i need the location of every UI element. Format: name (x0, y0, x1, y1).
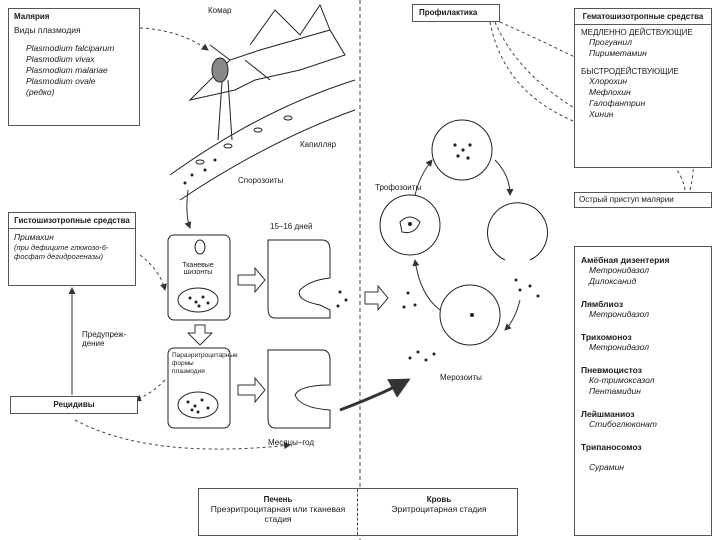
species-item: Plasmodium ovale (26, 76, 96, 86)
fast-drug: Галофантрин (589, 98, 646, 108)
fast-drug: Мефлохин (589, 87, 631, 97)
slow-header: МЕДЛЕННО ДЕЙСТВУЮЩИЕ (581, 28, 693, 37)
disease-drug: Дилоксанид (589, 276, 637, 286)
disease-drug: Метронидазол (589, 342, 649, 352)
disease-drug: Сурамин (589, 462, 624, 472)
disease-drug: Метронидазол (589, 265, 649, 275)
cycle-arrow-2 (504, 299, 521, 331)
ruptured-liver-cell-1 (267, 239, 331, 319)
species-subtitle: Виды плазмодия (14, 25, 81, 35)
sporozoites-label: Спорозоиты (238, 176, 284, 185)
mosquito-label: Комар (208, 6, 232, 15)
histoschizo-title: Гистошизотропные средства (14, 216, 130, 225)
histoschizo-box: Гистошизотропные средства Примахин (при … (8, 212, 136, 286)
rbc-bottom (439, 284, 501, 346)
merozoite-arrow (339, 378, 411, 412)
blood-title: Кровь (426, 495, 452, 504)
disease-name: Лейшманиоз (581, 409, 635, 419)
malaria-box: Малярия Виды плазмодия Plasmodium falcip… (8, 8, 140, 126)
prophylaxis-box: Профилактика (412, 4, 500, 22)
liver-to-relapse-arrow (134, 379, 166, 402)
primaquine-note: (при дефиците глюкозо-6-фосфат дегидроге… (14, 243, 109, 261)
tissue-schizont (177, 287, 219, 313)
rbc-left-trophozoite (379, 194, 441, 256)
liver-to-blood-arrow (364, 284, 389, 312)
erythro-forms-label: Параэритроцитарные формы плазмодия (172, 352, 238, 375)
disease-drug: Пентамидин (589, 386, 641, 396)
diseases-box: Амёбная дизентерия Метронидазол Дилоксан… (574, 246, 712, 536)
fast-drug: Хинин (589, 109, 614, 119)
blood-schizonticide-title: Гематошизотропные средства (582, 12, 704, 21)
sporozoite-dots (183, 158, 217, 185)
liver-cell-2 (167, 347, 231, 429)
prevention-label: Предупреж-дение (82, 330, 127, 348)
disease-drug: Стибоглюконат (589, 419, 657, 429)
relapse-title: Рецидивы (53, 400, 95, 409)
malaria-title: Малярия (14, 12, 50, 21)
stage-box: Печень Преэритроцитарная или тканевая ст… (198, 488, 518, 536)
blood-schizonticide-box: Гематошизотропные средства МЕДЛЕННО ДЕЙС… (574, 8, 712, 168)
disease-name: Лямблиоз (581, 299, 624, 309)
merozoites-label: Мерозоиты (440, 373, 482, 382)
relapse-loop-arrow (74, 419, 291, 450)
schizont-arrow (237, 266, 266, 294)
disease-drug: Метронидазол (589, 309, 649, 319)
down-arrow (186, 324, 214, 346)
sporozoite-arrow (184, 189, 192, 229)
capillary-drawing (169, 79, 356, 201)
malaria-to-mosquito-arrow (139, 27, 209, 51)
species-note: (редко) (26, 87, 55, 97)
acute-attack-box: Острый приступ малярии (574, 192, 712, 208)
prophylaxis-title: Профилактика (419, 8, 478, 17)
cycle-arrow-1 (494, 159, 514, 196)
primaquine-drug: Примахин (14, 232, 54, 242)
capillary-label: Капилляр (300, 140, 337, 149)
disease-name: Трипаносомоз (581, 442, 642, 452)
liver-cell-1 (167, 234, 231, 321)
species-item: Plasmodium malariae (26, 65, 108, 75)
ruptured-liver-cell-2 (267, 349, 331, 429)
blood-stage: Эритроцитарная стадия (391, 504, 487, 514)
fast-drug: Хлорохин (589, 76, 628, 86)
species-item: Plasmodium vivax (26, 54, 95, 64)
acute-attack-label: Острый приступ малярии (579, 195, 674, 204)
hypnozoite-cluster (177, 391, 219, 419)
prophylaxis-arrow-1 (499, 21, 586, 63)
mosquito-drawing (188, 3, 346, 141)
primaquine-to-liver-arrow (139, 254, 167, 291)
days-label: 15–16 дней (270, 222, 313, 231)
hypnozoite-arrow (237, 376, 266, 404)
tissue-schizonts-label: Тканевые шизонты (182, 262, 214, 276)
cycle-arrow-4 (414, 159, 433, 196)
disease-name: Трихомоноз (581, 332, 632, 342)
slow-drug: Пириметамин (589, 48, 647, 58)
disease-drug: Ко-тримоксазол (589, 375, 655, 385)
slow-drug: Прогуанил (589, 37, 632, 47)
disease-name: Пневмоцистоз (581, 365, 642, 375)
rbc-right-rupturing (487, 202, 548, 261)
trophozoites-label: Трофозоиты (375, 183, 422, 192)
rbc-top (431, 119, 493, 181)
species-item: Plasmodium falciparum (26, 43, 115, 53)
liver-title: Печень (263, 495, 293, 504)
disease-name: Амёбная дизентерия (581, 255, 670, 265)
relapse-box: Рецидивы (10, 396, 138, 414)
cycle-arrow-3 (412, 259, 441, 311)
months-year-label: Месяцы–год (268, 438, 314, 447)
liver-stage: Преэритроцитарная или тканевая стадия (210, 504, 346, 524)
prophylaxis-arrow-3 (489, 21, 593, 130)
fast-header: БЫСТРОДЕЙСТВУЮЩИЕ (581, 67, 679, 76)
